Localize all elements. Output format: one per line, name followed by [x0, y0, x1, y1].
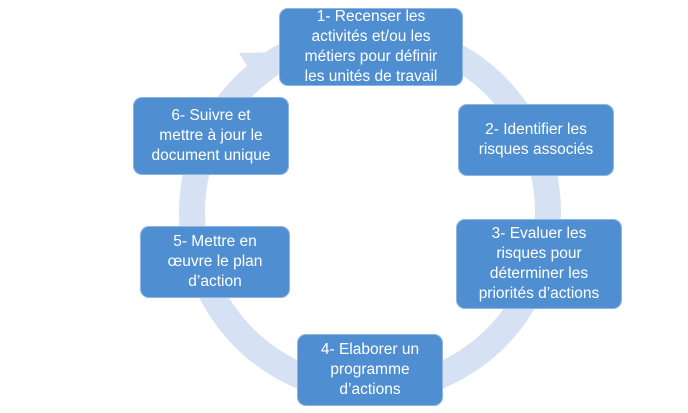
step-5-box: 5- Mettre en œuvre le plan d’action	[140, 226, 290, 298]
step-1-box: 1- Recenser les activités et/ou les méti…	[279, 8, 463, 86]
step-6-label: 6- Suivre et mettre à jour le document u…	[151, 107, 271, 164]
step-3-box: 3- Evaluer les risques pour déterminer l…	[456, 219, 622, 309]
cycle-arrow-head	[239, 52, 278, 88]
step-6-box: 6- Suivre et mettre à jour le document u…	[133, 97, 289, 175]
step-5-label: 5- Mettre en œuvre le plan d’action	[167, 233, 263, 290]
step-1-label: 1- Recenser les activités et/ou les méti…	[304, 8, 438, 85]
step-2-label: 2- Identifier les risques associés	[478, 121, 594, 158]
step-2-box: 2- Identifier les risques associés	[458, 104, 614, 176]
step-3-label: 3- Evaluer les risques pour déterminer l…	[478, 225, 600, 302]
step-4-box: 4- Elaborer un programme d’actions	[297, 334, 443, 406]
step-4-label: 4- Elaborer un programme d’actions	[320, 341, 420, 398]
